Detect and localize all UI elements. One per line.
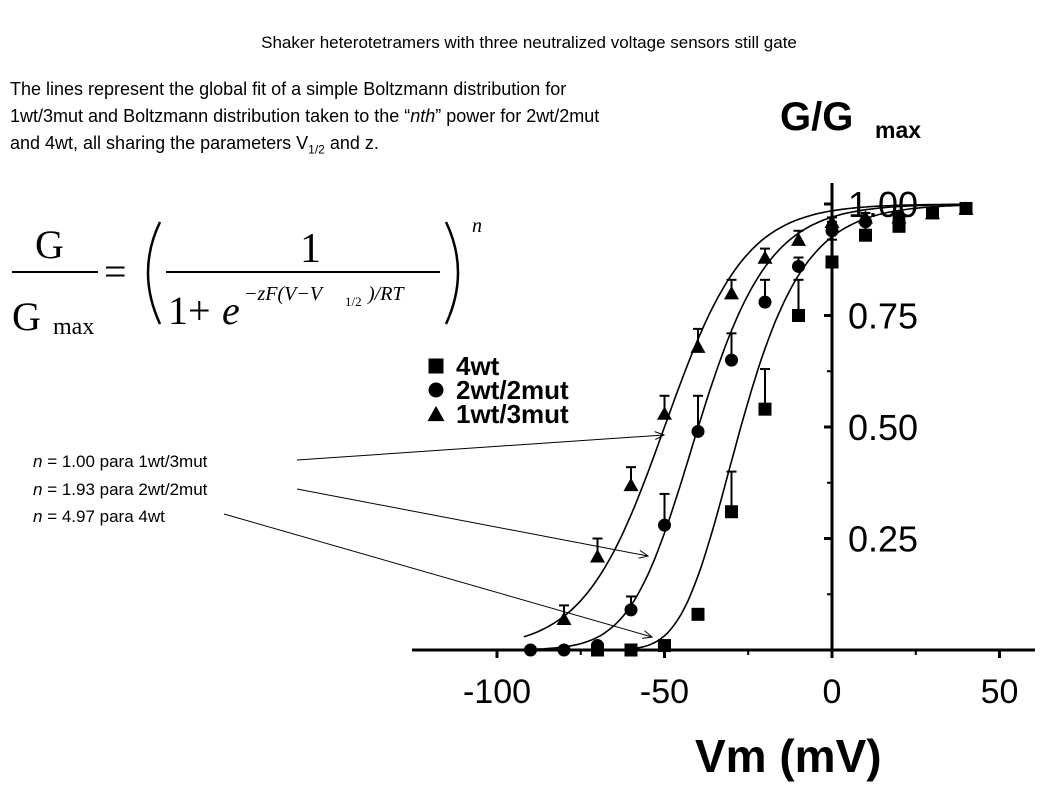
y-tick-label: 0.50 (848, 407, 918, 448)
eq-den-base: 1+ (168, 288, 211, 333)
eq-lhs-numerator: G (35, 222, 64, 267)
eq-exponent: −zF(V−V (244, 283, 325, 305)
n-label-4wt: n = 4.97 para 4wt (33, 507, 165, 527)
n-symbol: n (33, 452, 43, 471)
annotation-arrow-head (642, 630, 654, 639)
n-symbol: n (33, 507, 43, 526)
point-2wt-2mut (725, 353, 738, 367)
data-points (524, 201, 974, 657)
eq-lhs-denominator: G (12, 294, 41, 339)
x-tick-label: 0 (823, 673, 842, 711)
legend-marker-1wt-3mut (427, 405, 445, 422)
annotation-arrow-line (296, 434, 665, 461)
point-1wt-3mut (724, 286, 739, 300)
x-tick-label: 50 (981, 673, 1019, 711)
point-1wt-3mut (590, 549, 605, 563)
annotation-arrow-head (638, 549, 650, 559)
legend-label: 4wt (456, 351, 500, 381)
point-1wt-3mut (791, 232, 806, 246)
description-part1: The lines represent the global fit of a … (10, 79, 567, 126)
eq-e: e (222, 288, 240, 333)
point-2wt-2mut (758, 295, 772, 309)
point-1wt-3mut (824, 214, 840, 229)
eq-left-paren (146, 221, 162, 325)
eq-power-n: n (472, 215, 482, 237)
y-axis-label: G/G (780, 95, 853, 139)
point-4wt (624, 643, 638, 657)
x-tick-label: -50 (640, 673, 689, 711)
annotation-arrow-line (296, 488, 649, 557)
legend-marker-4wt (428, 358, 444, 374)
point-4wt (691, 607, 705, 621)
annotation-arrow-line (223, 513, 653, 638)
point-4wt (825, 255, 839, 269)
annotation-arrows (223, 431, 666, 639)
description-text: The lines represent the global fit of a … (10, 76, 610, 164)
point-1wt-3mut (690, 339, 706, 353)
x-axis-label: Vm (mV) (695, 730, 882, 782)
description-part3: and z. (324, 133, 379, 153)
description-part2: ” power for 2wt/2mut and 4wt, all sharin… (10, 106, 600, 153)
point-2wt-2mut (591, 639, 604, 653)
eq-right-paren (444, 221, 460, 325)
eq-one: 1 (300, 226, 321, 272)
n-label-text: = 1.00 para 1wt/3mut (42, 452, 208, 471)
point-2wt-2mut (691, 424, 705, 438)
fit-curve-1wt-3mut (523, 203, 967, 638)
y-tick-label: 0.25 (848, 519, 918, 560)
eq-exponent-end: )/RT (367, 283, 405, 305)
eq-lhs-denominator-sub: max (53, 314, 94, 340)
point-2wt-2mut (557, 643, 571, 657)
eq-equals: = (104, 249, 127, 294)
point-1wt-3mut (925, 205, 940, 220)
point-2wt-2mut (524, 643, 537, 657)
point-1wt-3mut (958, 201, 974, 215)
point-1wt-3mut (858, 210, 873, 224)
x-tick-label: -100 (463, 673, 531, 711)
annotation-arrow-head (654, 431, 666, 441)
point-4wt (725, 505, 738, 519)
n-label-text: = 1.93 para 2wt/2mut (42, 480, 208, 499)
eq-exponent-sub: 1/2 (345, 294, 362, 309)
point-1wt-3mut (657, 406, 672, 420)
y-axis-label-sub: max (875, 117, 921, 143)
description-sub: 1/2 (308, 142, 325, 157)
y-tick-label: 0.75 (848, 296, 918, 337)
legend-label: 2wt/2mut (456, 375, 569, 405)
description-nth: nth (410, 106, 436, 126)
n-symbol: n (33, 480, 43, 499)
point-2wt-2mut (624, 603, 638, 617)
point-2wt-2mut (792, 259, 805, 273)
n-label-1wt3mut: n = 1.00 para 1wt/3mut (33, 452, 207, 472)
legend-label: 1wt/3mut (456, 399, 569, 429)
n-label-text: = 4.97 para 4wt (42, 507, 165, 526)
slide-title: Shaker heterotetramers with three neutra… (261, 33, 797, 52)
point-1wt-3mut (556, 611, 572, 625)
point-4wt (658, 639, 671, 653)
point-2wt-2mut (658, 518, 671, 532)
point-4wt (792, 309, 805, 322)
point-1wt-3mut (891, 210, 907, 224)
boltzmann-equation: G G max = 1 1+ e −zF(V−V 1/2 )/RT n (12, 215, 482, 340)
legend-marker-2wt-2mut (428, 382, 444, 398)
point-1wt-3mut (623, 477, 639, 492)
n-label-2wt2mut: n = 1.93 para 2wt/2mut (33, 480, 207, 500)
fit-curve-2wt-2mut (523, 203, 966, 651)
point-4wt (758, 402, 772, 416)
point-4wt (859, 228, 872, 242)
point-1wt-3mut (757, 250, 773, 264)
